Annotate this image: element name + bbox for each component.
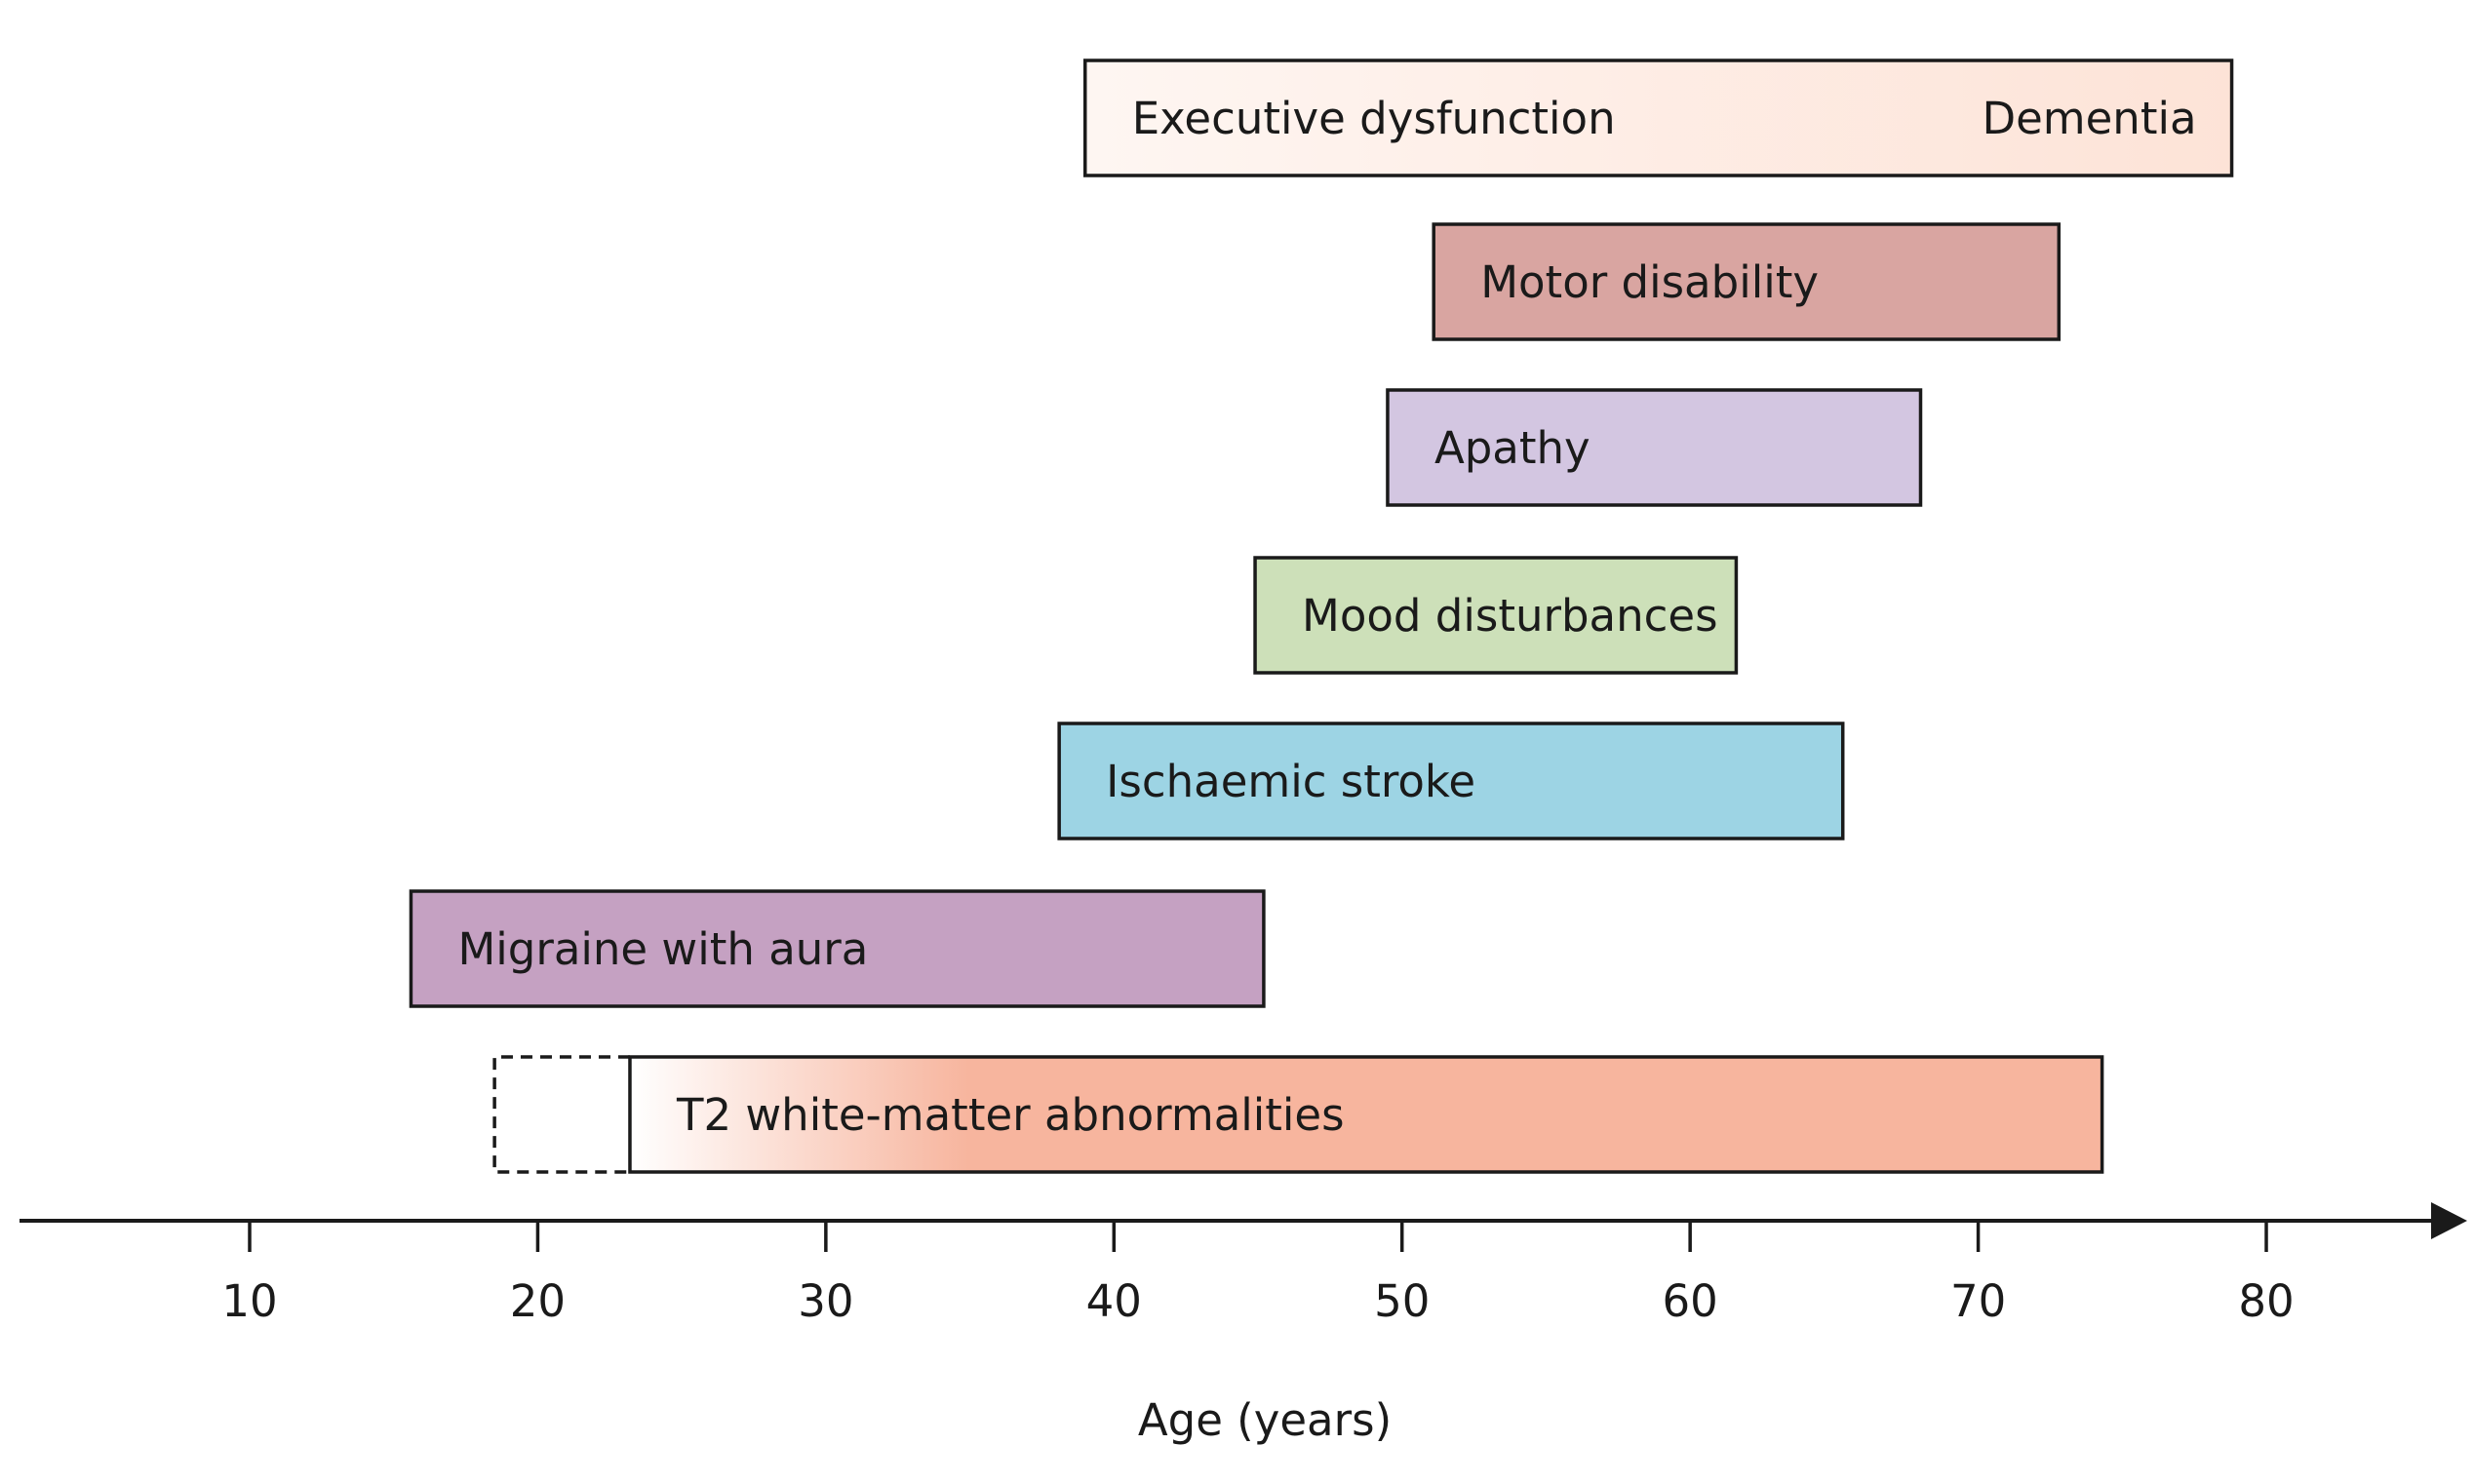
bar-apathy xyxy=(1386,388,1923,507)
x-axis-ticks: 10 20 30 40 50 60 70 80 xyxy=(221,1221,2295,1327)
x-axis xyxy=(20,1202,2467,1239)
bar-label-ischaemic-stroke: Ischaemic stroke xyxy=(1106,756,1475,807)
bar-t2-white-matter-abnormalities-dashed-extension xyxy=(492,1055,630,1174)
bar-ischaemic-stroke xyxy=(1057,722,1845,840)
bar-label-mood-disturbances: Mood disturbances xyxy=(1302,590,1717,642)
x-axis-title: Age (years) xyxy=(1138,1394,1392,1446)
x-tick-label-30: 30 xyxy=(798,1275,853,1327)
x-tick-label-70: 70 xyxy=(1950,1275,2006,1327)
bar-mood-disturbances xyxy=(1253,556,1739,675)
x-tick-label-50: 50 xyxy=(1374,1275,1430,1327)
bar-label-t2-white-matter-abnormalities: T2 white-matter abnormalities xyxy=(676,1089,1345,1141)
bar-label-motor-disability: Motor disability xyxy=(1480,256,1819,308)
x-tick-label-10: 10 xyxy=(221,1275,277,1327)
bar-end-label-executive-dysfunction: Dementia xyxy=(1982,93,2196,144)
bar-label-executive-dysfunction: Executive dysfunction xyxy=(1132,93,1616,144)
bar-motor-disability xyxy=(1432,222,2062,341)
bar-t2-white-matter-abnormalities xyxy=(628,1055,2104,1174)
x-tick-label-20: 20 xyxy=(510,1275,566,1327)
bar-label-apathy: Apathy xyxy=(1434,422,1590,474)
bar-executive-dysfunction xyxy=(1082,59,2234,177)
bar-label-migraine-with-aura: Migraine with aura xyxy=(457,923,868,975)
x-axis-arrowhead xyxy=(2431,1202,2467,1239)
x-tick-label-40: 40 xyxy=(1086,1275,1142,1327)
x-tick-label-60: 60 xyxy=(1663,1275,1718,1327)
bar-migraine-with-aura xyxy=(409,889,1266,1008)
x-tick-label-80: 80 xyxy=(2238,1275,2294,1327)
